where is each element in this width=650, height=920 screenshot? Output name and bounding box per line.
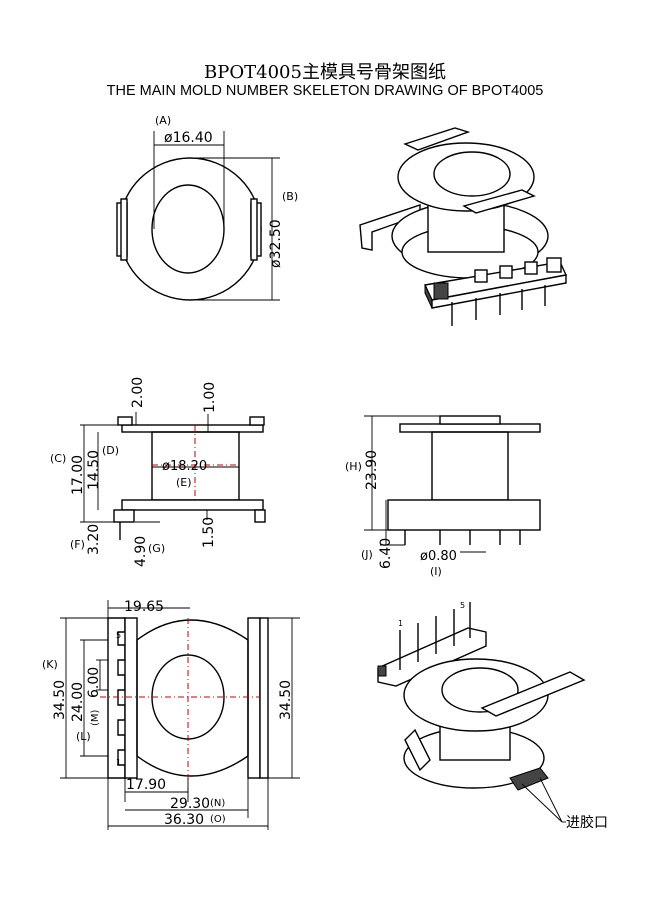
pin-rail [377,627,487,687]
dim-a: ø16.40 [164,130,213,146]
label-k: (K) [42,658,58,671]
iso-view-bottom: 1 5 进胶口 [377,601,608,831]
label-n: (N) [210,798,225,809]
side-view: (H) 23.90 (J) 6.40 ø0.80 (I) [345,415,541,578]
iso-side-tab [480,671,586,717]
iso-pin-label-5: 5 [460,601,465,610]
top-plate [121,424,264,433]
dim-24: 24.00 [70,682,86,722]
core-hole [151,184,225,274]
dim-j: 6.40 [378,538,394,569]
gate-label: 进胶口 [566,814,608,831]
dim-h: 23.90 [364,450,380,490]
iso-pin-label-1: 1 [398,619,403,628]
drawing-title-cn: BPOT4005主模具号骨架图纸 [204,62,446,83]
label-j: (J) [361,548,373,561]
core-side [431,431,509,501]
dim-d: 14.50 [86,450,102,490]
label-e: (E) [176,476,192,489]
flange-shape [136,619,249,777]
iso-view-top [359,127,568,326]
dim-6: 6.00 [86,667,102,698]
dim-top: 19.65 [124,599,164,615]
dim-top-left: 2.00 [130,377,146,408]
core-opening [433,151,511,197]
pin-base-side [387,499,541,531]
pin-row [107,617,126,779]
dim-f: 3.20 [86,524,102,555]
pin-label-1: 1 [116,758,121,767]
flange-outline [118,157,262,301]
label-l: (L) [76,730,91,743]
label-m: (M) [90,709,101,726]
dim-right: 34.50 [278,680,294,720]
dim-top-right: 1.00 [202,382,218,413]
iso-core-opening [441,667,519,713]
drawing-title-en: THE MAIN MOLD NUMBER SKELETON DRAWING OF… [106,83,544,99]
dim-i: ø0.80 [420,549,457,564]
bottom-view: 19.65 (K) 34.50 24.00 6.00 (M) (L) 5 1 3… [42,599,300,830]
label-f: (F) [70,538,85,551]
dim-n: 29.30 [170,796,210,812]
dim-e: ø18.20 [162,459,207,474]
top-plate-side [399,423,541,433]
dim-g: 4.90 [133,536,149,567]
pin-label-5: 5 [116,631,121,640]
top-tab-left [403,127,471,151]
left-tab-edge [120,198,128,261]
dim-o: 36.30 [164,812,204,828]
side-clip [359,204,421,251]
top-flange [397,142,535,212]
label-i: (I) [430,565,442,578]
label-c: (C) [50,452,66,465]
label-h: (H) [345,460,362,473]
front-view: (C) 17.00 (D) 14.50 2.00 1.00 ø18.20 (E)… [50,377,266,567]
top-view: (A) ø16.40 (B) ø32.50 [116,114,298,301]
dim-b: ø32.50 [268,219,284,268]
dim-bottom: 1.50 [201,517,217,548]
label-a: (A) [155,114,171,127]
label-g: (G) [148,542,165,555]
label-o: (O) [210,814,226,825]
top-tab-right [462,189,536,214]
dim-k: 34.50 [52,680,68,720]
bottom-plate [121,499,264,511]
dim-c: 17.00 [70,455,86,495]
dim-17: 17.90 [126,777,166,793]
label-b: (B) [282,190,298,203]
label-d: (D) [102,444,119,457]
right-tab-edge [250,198,258,261]
